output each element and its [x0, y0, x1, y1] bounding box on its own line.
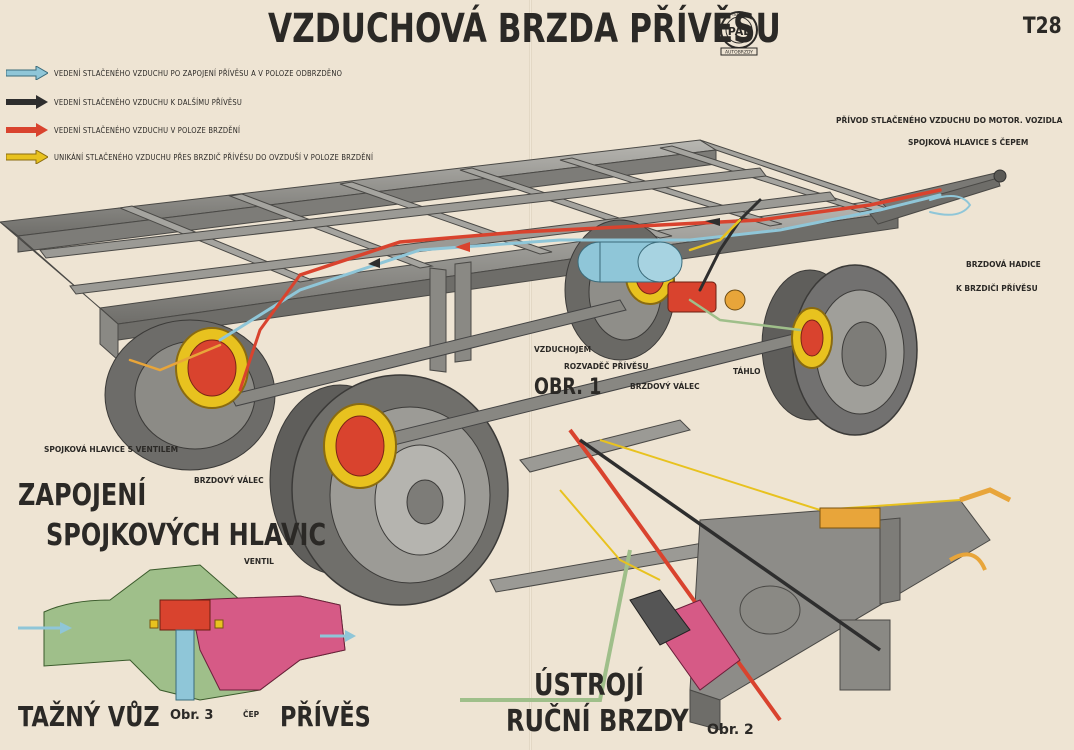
- brake-cylinder-2: [629, 589, 741, 691]
- page-title: VZDUCHOVÁ BRZDA PŘÍVĚSU: [268, 6, 781, 52]
- label-brzdovy-valec-right: BRZDOVÝ VÁLEC: [630, 382, 700, 391]
- sheet-code: T28: [1023, 14, 1062, 39]
- heading-zapojeni: ZAPOJENÍ: [18, 478, 147, 513]
- center-fold: [529, 0, 532, 750]
- logo-middle: PAL: [728, 25, 751, 38]
- trailer-frame: [0, 139, 900, 373]
- logo-top: TESNIČ: [731, 12, 747, 17]
- heading-tazny-vuz: TAŽNÝ VŮZ: [18, 700, 160, 733]
- legend-item-blue: VEDENÍ STLAČENÉHO VZDUCHU PO ZAPOJENÍ PŘ…: [6, 66, 342, 80]
- pal-logo-icon: TESNIČ PAL AUTOBRZDY: [720, 11, 758, 56]
- legend-text: VEDENÍ STLAČENÉHO VZDUCHU K DALŠÍMU PŘÍV…: [54, 97, 243, 107]
- logo-bottom: AUTOBRZDY: [725, 50, 753, 56]
- figure-3-label: Obr. 3: [170, 708, 214, 723]
- valve-cluster: [667, 281, 746, 313]
- label-brzdova-hadice: BRZDOVÁ HADICE: [966, 260, 1041, 269]
- figure-1-label: OBR. 1: [534, 375, 602, 400]
- heading-ustroji: ÚSTROJÍ: [534, 668, 644, 703]
- figure-2-label: Obr. 2: [707, 722, 754, 738]
- label-rozvadec: ROZVADĚČ PŘÍVĚSU: [564, 362, 649, 371]
- label-spojkova-cep: SPOJKOVÁ HLAVICE S ČEPEM: [908, 138, 1029, 147]
- legend-item-black: VEDENÍ STLAČENÉHO VZDUCHU K DALŠÍMU PŘÍV…: [6, 95, 242, 109]
- label-spojkova-ventil: SPOJKOVÁ HLAVICE S VENTILEM: [44, 445, 179, 454]
- legend-text: UNIKÁNÍ STLAČENÉHO VZDUCHU PŘES BRZDIČ P…: [54, 152, 374, 162]
- heading-spojkovych-hlavic: SPOJKOVÝCH HLAVIC: [46, 518, 327, 553]
- label-cep: ČEP: [243, 710, 260, 719]
- label-vzduchojem: VZDUCHOJEM: [534, 345, 592, 354]
- axles: [229, 299, 817, 453]
- label-privod: PŘÍVOD STLAČENÉHO VZDUCHU DO MOTOR. VOZI…: [836, 116, 1063, 125]
- heading-rucni-brzdy: RUČNÍ BRZDY: [506, 704, 689, 739]
- label-k-brzdici: K BRZDIČI PŘÍVĚSU: [956, 284, 1038, 293]
- label-ventil: VENTIL: [244, 557, 274, 566]
- arrow-red-icon: [6, 123, 48, 137]
- heading-prives: PŘÍVĚS: [280, 700, 371, 733]
- label-brzdovy-valec-left: BRZDOVÝ VÁLEC: [194, 476, 264, 485]
- flow-arrows: [368, 218, 720, 268]
- coupling-heads: [18, 564, 356, 701]
- arrow-black-icon: [6, 95, 48, 109]
- wheel-front-left: [269, 374, 509, 606]
- air-lines: [128, 188, 972, 392]
- legend-text: VEDENÍ STLAČENÉHO VZDUCHU PO ZAPOJENÍ PŘ…: [54, 68, 343, 78]
- legend-item-yellow: UNIKÁNÍ STLAČENÉHO VZDUCHU PŘES BRZDIČ P…: [6, 150, 373, 164]
- air-reservoir: [577, 241, 683, 283]
- legend-item-red: VEDENÍ STLAČENÉHO VZDUCHU V POLOZE BRZDĚ…: [6, 123, 240, 137]
- wheel-front-right: [761, 264, 918, 436]
- crank-handle: [819, 487, 1012, 571]
- arrow-yellow-icon: [6, 150, 48, 164]
- legend-text: VEDENÍ STLAČENÉHO VZDUCHU V POLOZE BRZDĚ…: [54, 125, 241, 135]
- arrow-blue-icon: [6, 66, 48, 80]
- label-tahlo: TÁHLO: [733, 367, 761, 376]
